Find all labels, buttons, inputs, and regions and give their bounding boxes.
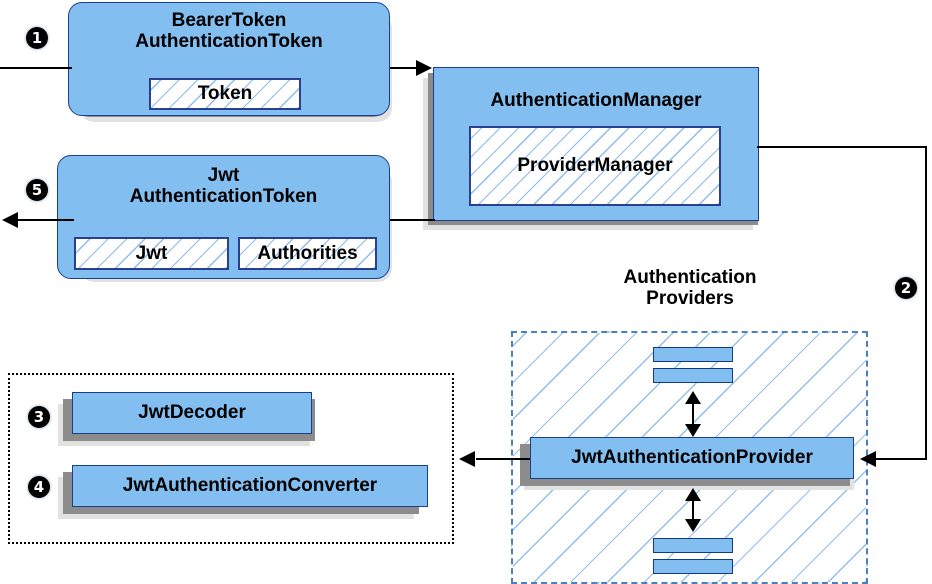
arrowhead-provider-link-top-down <box>685 424 701 437</box>
provider-stack-bar-bottom-2 <box>653 559 733 574</box>
jwt-token-inner-jwt: Jwt <box>74 237 229 270</box>
connector-manager-out-vertical <box>925 146 927 459</box>
provider-stack-bar-top-1 <box>653 347 733 362</box>
bearer-token-inner-token: Token <box>149 78 301 110</box>
bearer-token-title-line1: BearerToken <box>171 10 287 31</box>
bearer-token-title-line2: AuthenticationToken <box>135 31 323 53</box>
connector-response-out <box>18 219 74 221</box>
connector-provider-link-bottom <box>692 494 694 522</box>
step-marker-1: 1 <box>26 27 48 49</box>
jwt-token-inner-authorities: Authorities <box>238 237 377 270</box>
authentication-providers-label-line2: Providers <box>646 287 734 309</box>
step-marker-5: 5 <box>26 179 48 201</box>
jwt-support-group <box>8 373 454 544</box>
arrowhead-response-out <box>2 212 18 228</box>
arrowhead-provider-link-bottom-up <box>685 488 701 501</box>
step-marker-2: 2 <box>895 277 917 299</box>
node-jwt-authentication-provider[interactable]: JwtAuthenticationProvider <box>530 437 854 479</box>
jwt-token-title-line2: AuthenticationToken <box>129 186 318 208</box>
connector-bearer-to-manager <box>390 67 420 69</box>
provider-stack-bar-top-2 <box>653 368 733 383</box>
authentication-providers-label-line1: Authentication <box>623 267 757 288</box>
jwt-token-title-line1: Jwt <box>207 165 240 186</box>
step-marker-3: 3 <box>28 406 50 428</box>
connector-manager-to-provider <box>874 458 927 460</box>
connector-provider-to-jwt-support <box>476 458 530 460</box>
arrowhead-bearer-to-manager <box>416 60 432 76</box>
connector-manager-out-top <box>757 146 927 148</box>
connector-provider-link-top <box>692 397 694 427</box>
step-marker-4: 4 <box>28 476 50 498</box>
arrowhead-provider-link-bottom-down <box>685 519 701 532</box>
connector-request-in <box>0 67 72 69</box>
arrowhead-provider-link-top-up <box>685 391 701 404</box>
arrowhead-manager-to-provider <box>860 451 876 467</box>
node-jwt-decoder[interactable]: JwtDecoder <box>72 392 312 434</box>
authentication-providers-label: Authentication Providers <box>551 267 829 310</box>
arrowhead-provider-to-jwt-support <box>459 451 475 467</box>
authentication-manager-title: AuthenticationManager <box>490 90 702 111</box>
provider-stack-bar-bottom-1 <box>653 538 733 553</box>
node-jwt-authentication-converter[interactable]: JwtAuthenticationConverter <box>72 465 428 507</box>
connector-manager-return-bottom <box>390 219 435 221</box>
authentication-manager-inner-provider-manager: ProviderManager <box>469 126 721 206</box>
